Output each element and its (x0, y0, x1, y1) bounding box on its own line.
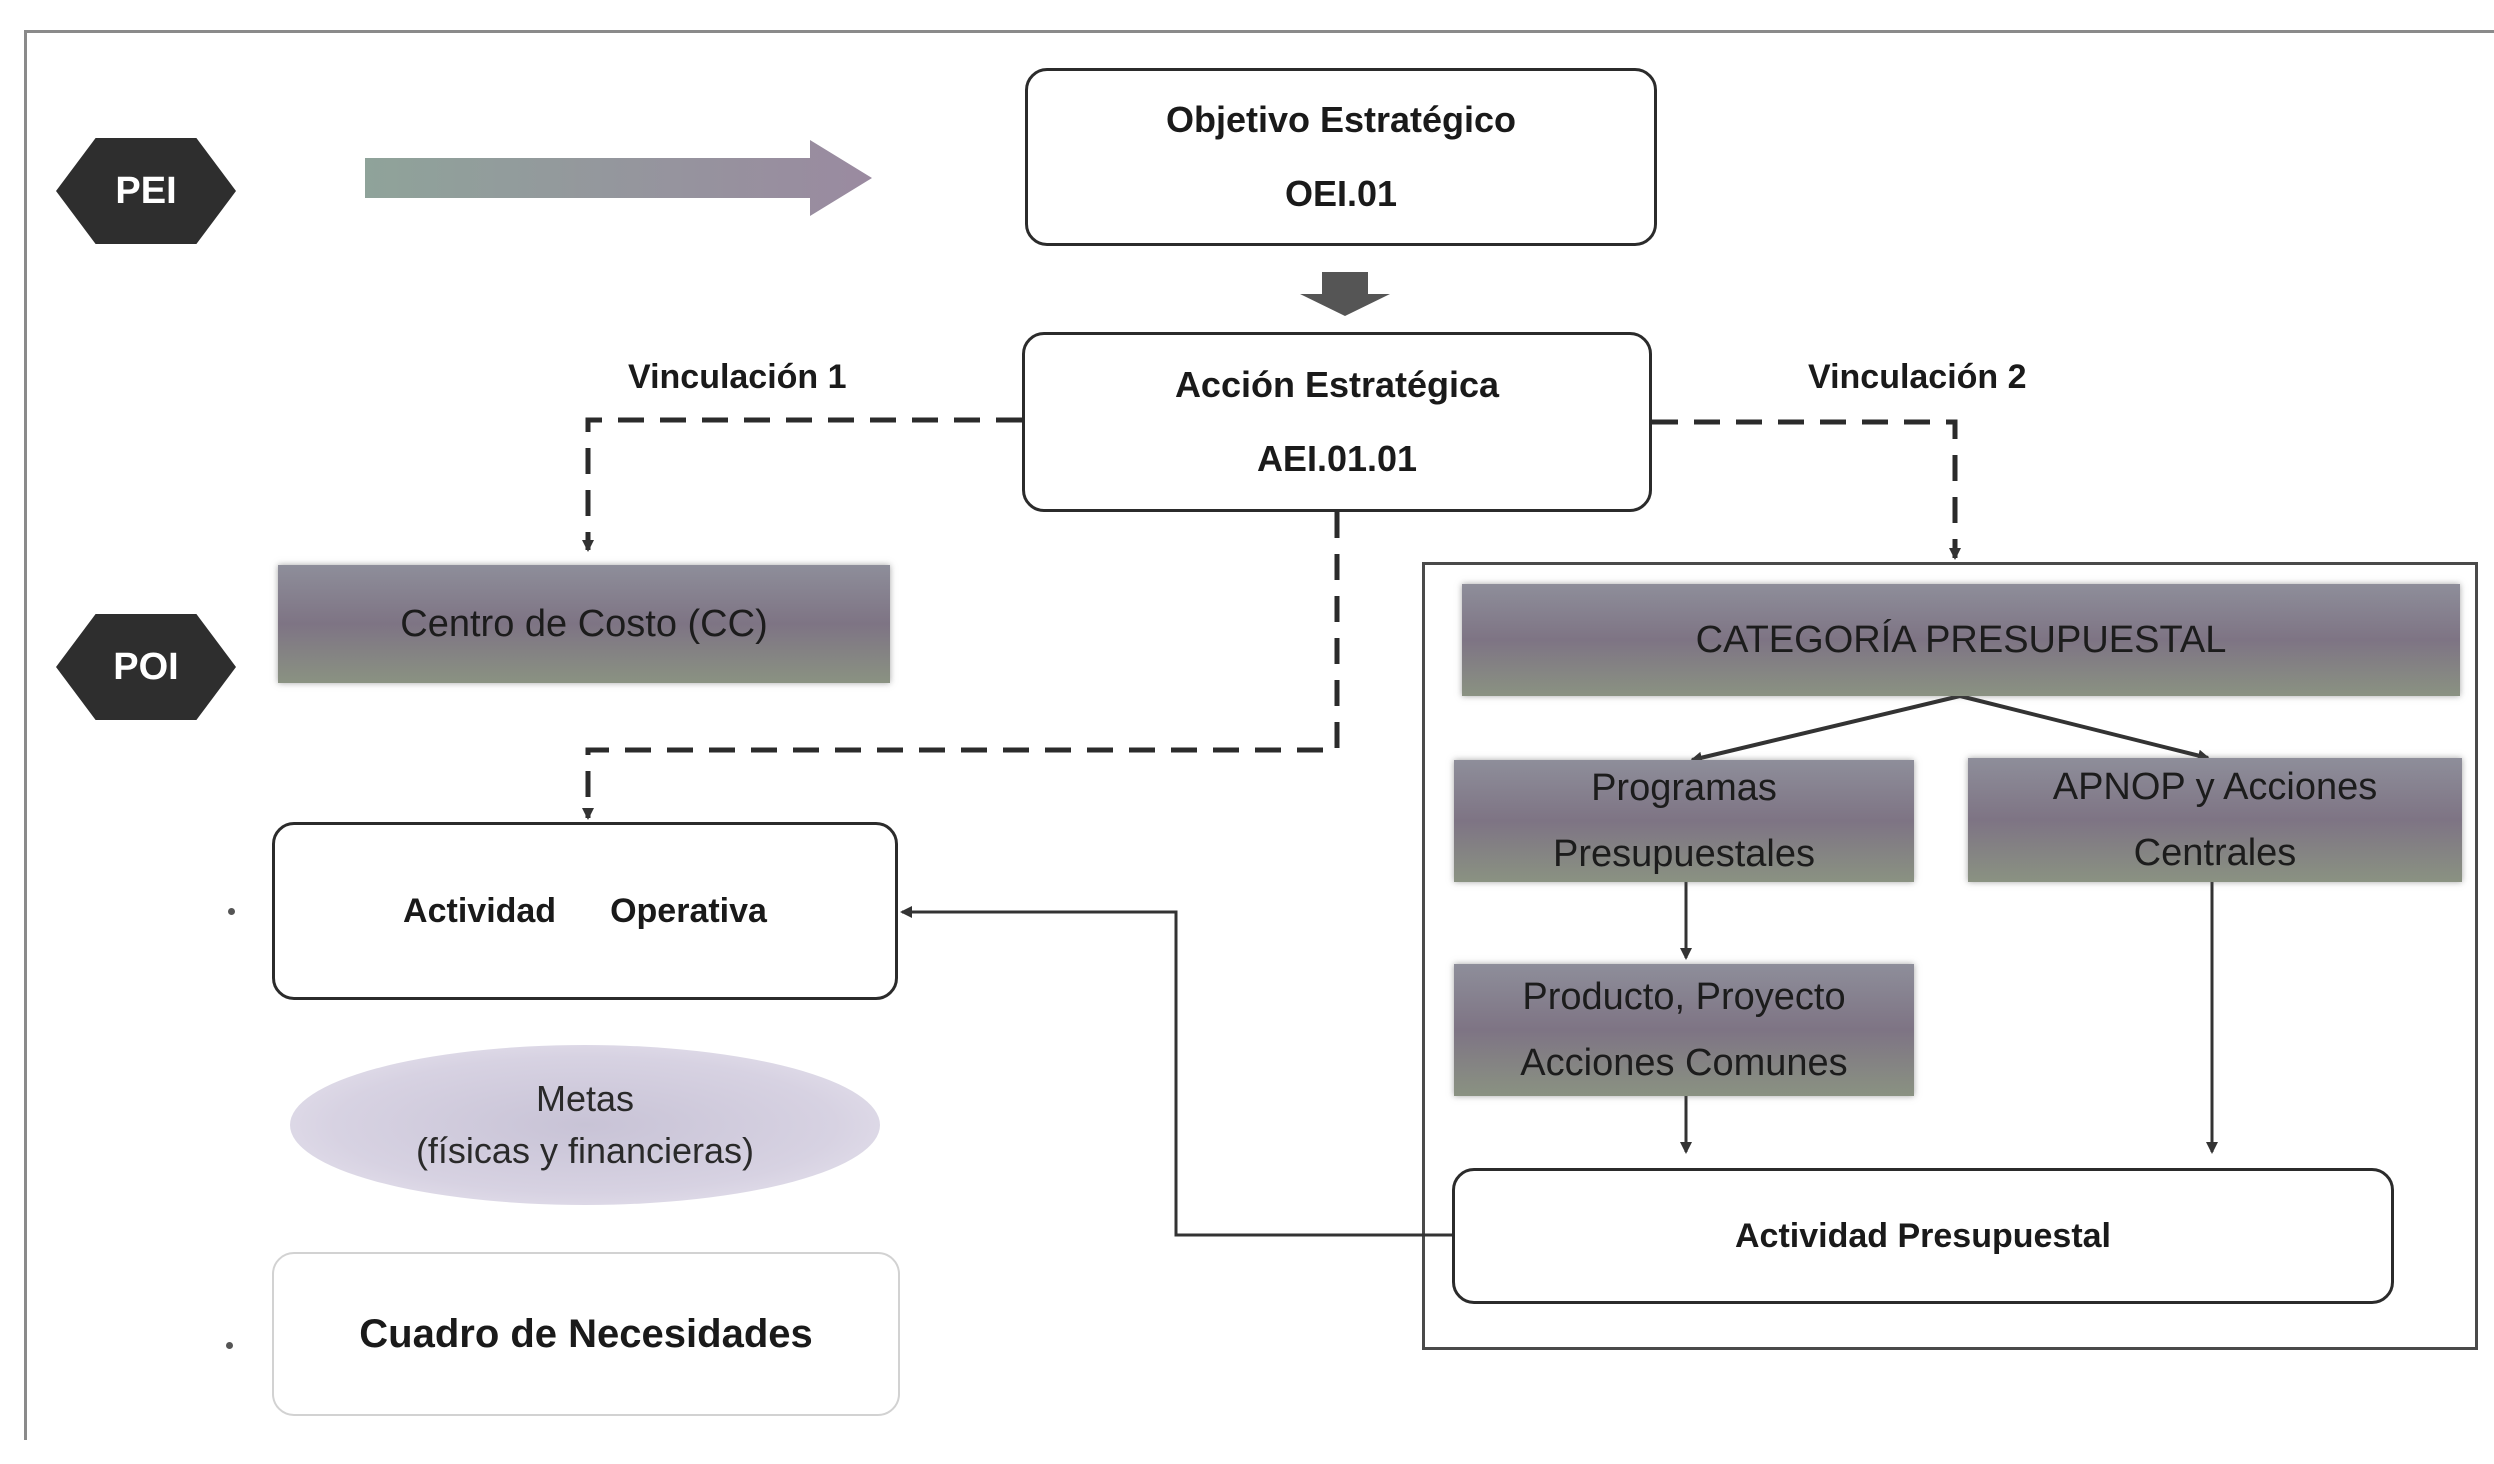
actividad-presupuestal-box: Actividad Presupuestal (1452, 1168, 2394, 1304)
presupuestal-to-operativa-arrow (900, 906, 1452, 1237)
pei-flow-arrow (365, 140, 872, 216)
centro-costo-box: Centro de Costo (CC) (278, 565, 890, 683)
objetivo-estrategico-box: Objetivo Estratégico OEI.01 (1025, 68, 1657, 246)
accion-title: Acción Estratégica (1174, 364, 1500, 405)
diagram-frame (24, 30, 2494, 1440)
producto-box: Producto, Proyecto Acciones Comunes (1454, 964, 1914, 1096)
objetivo-title: Objetivo Estratégico (1165, 99, 1517, 140)
categoria-to-programas-arrow (1690, 694, 1961, 764)
poi-badge: POI (56, 614, 236, 720)
programas-box: Programas Presupuestales (1454, 760, 1914, 882)
cuadro-necesidades-box: Cuadro de Necesidades (272, 1252, 900, 1416)
accion-to-actividad-connector (582, 512, 1340, 820)
apnop-box: APNOP y Acciones Centrales (1968, 758, 2462, 882)
categoria-presupuestal-box: CATEGORÍA PRESUPUESTAL (1462, 584, 2460, 696)
metas-ellipse: Metas (físicas y financieras) (290, 1045, 880, 1205)
vinculacion2-connector (1652, 419, 1961, 560)
actividad-operativa-box: Actividad Operativa (272, 822, 898, 1000)
objetivo-code: OEI.01 (1284, 173, 1398, 214)
accion-code: AEI.01.01 (1256, 438, 1418, 479)
vinculacion1-label: Vinculación 1 (628, 358, 847, 396)
categoria-to-apnop-arrow (1959, 694, 2210, 762)
bullet-dot (228, 908, 235, 915)
accion-estrategica-box: Acción Estratégica AEI.01.01 (1022, 332, 1652, 512)
pei-badge: PEI (56, 138, 236, 244)
vinculacion1-connector (582, 417, 1022, 552)
down-arrow (1300, 272, 1390, 316)
vinculacion2-label: Vinculación 2 (1808, 358, 2027, 396)
bullet-dot (226, 1342, 233, 1349)
